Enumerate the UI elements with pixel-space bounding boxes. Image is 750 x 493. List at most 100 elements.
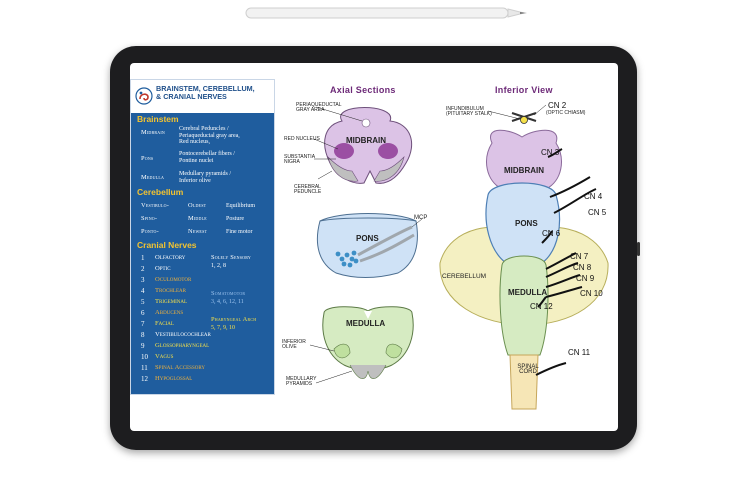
midbrain-section-label: Midbrain bbox=[346, 136, 386, 145]
nerve-name: Facial bbox=[155, 320, 174, 327]
spino-label: Spino- bbox=[141, 215, 158, 222]
substantia-line1: Substantia bbox=[284, 154, 316, 160]
brain-logo-icon bbox=[135, 87, 153, 105]
nerve-num: 11 bbox=[141, 364, 148, 372]
midbrain-shape bbox=[486, 129, 562, 190]
nerve-num: 2 bbox=[141, 265, 145, 273]
medulla-desc-line1: Medullary pyramids / bbox=[179, 171, 231, 177]
cerebral-line1: Cerebral bbox=[294, 184, 321, 190]
pons-desc-line2: Pontine nuclei bbox=[179, 157, 214, 164]
panel-title-line2: & Cranial Nerves bbox=[156, 92, 227, 101]
cn10-label: CN 10 bbox=[580, 289, 603, 298]
cn9-label: CN 9 bbox=[576, 274, 595, 283]
pons-section-label: Pons bbox=[356, 234, 379, 243]
cerebral-line2: peduncle bbox=[294, 189, 322, 196]
mcp-label: MCP bbox=[414, 215, 428, 221]
inferior-olive-line1: Inferior bbox=[282, 339, 306, 345]
nerve-num: 4 bbox=[141, 287, 145, 295]
vestibulo-age: Oldest bbox=[188, 202, 207, 209]
nerve-num: 9 bbox=[141, 342, 145, 350]
spinal-cord-label: Spinal cord bbox=[514, 364, 542, 376]
panel-title-line1: Brainstem, Cerebellum, bbox=[156, 84, 255, 93]
spinal-cord-shape bbox=[509, 354, 539, 410]
nerve-name: Glossopharyngeal bbox=[155, 342, 210, 349]
group-list-pharyngeal: 5, 7, 9, 10 bbox=[211, 325, 235, 331]
panel-header: Brainstem, Cerebellum, & Cranial Nerves bbox=[131, 80, 274, 113]
nerve-num: 6 bbox=[141, 309, 145, 317]
vestibulo-role: Equilibrium bbox=[226, 203, 255, 209]
tablet-screen: Brainstem, Cerebellum, & Cranial Nerves … bbox=[130, 63, 618, 431]
brainstem-heading: Brainstem bbox=[137, 114, 179, 124]
midbrain-desc: Cerebral Peduncles / Periaqueductal gray… bbox=[179, 126, 240, 146]
infundibulum-line2: (pituitary stalk) bbox=[446, 111, 492, 118]
group-title-pharyngeal: Pharyngeal Arch bbox=[211, 316, 257, 323]
cranial-nerve-lines bbox=[535, 148, 597, 376]
cn2-label: CN 2 bbox=[548, 101, 567, 110]
medulla-desc-line2: Inferior olive bbox=[179, 177, 211, 184]
nerve-num: 10 bbox=[141, 353, 148, 361]
nerve-num: 7 bbox=[141, 320, 145, 328]
nerve-name: Olfactory bbox=[155, 254, 186, 261]
cn5-label: CN 5 bbox=[588, 208, 607, 217]
midbrain-inferior-label: Midbrain bbox=[504, 166, 544, 175]
inferior-view-header: Inferior View bbox=[495, 85, 553, 95]
nerve-name: Abducens bbox=[155, 309, 184, 316]
medulla-desc: Medullary pyramids / Inferior olive bbox=[179, 171, 231, 184]
nerve-name: Trigeminal bbox=[155, 298, 188, 305]
cerebellum-inferior-label: Cerebellum bbox=[442, 273, 487, 280]
spino-age: Middle bbox=[188, 215, 207, 222]
tablet-side-button bbox=[637, 242, 640, 256]
vestibulo-label: Vestibulo- bbox=[141, 202, 170, 209]
panel-title: Brainstem, Cerebellum, & Cranial Nerves bbox=[156, 85, 274, 101]
reference-panel: Brainstem, Cerebellum, & Cranial Nerves … bbox=[130, 79, 275, 395]
ponto-label: Ponto- bbox=[141, 228, 159, 235]
medullary-pyramids-label: Medullary pyramids bbox=[286, 376, 317, 388]
ponto-role: Fine motor bbox=[226, 229, 253, 235]
midbrain-desc-line3: Red nucleus, bbox=[179, 139, 210, 146]
inferior-olive-label: Inferior olive bbox=[282, 339, 306, 351]
nerve-name: Vagus bbox=[155, 353, 174, 360]
cn3-label: CN 3 bbox=[541, 148, 560, 157]
pons-desc-line1: Pontocerebellar fibers / bbox=[179, 151, 235, 157]
inferior-olive-line2: olive bbox=[282, 344, 297, 351]
pons-desc: Pontocerebellar fibers / Pontine nuclei bbox=[179, 151, 235, 164]
periaqueductal-line1: Periaqueductal bbox=[296, 102, 342, 108]
periaqueductal-label: Periaqueductal gray area bbox=[296, 102, 342, 114]
nerve-num: 12 bbox=[141, 375, 148, 383]
medullary-line1: Medullary bbox=[286, 376, 317, 382]
periaqueductal-line2: gray area bbox=[296, 107, 325, 114]
substantia-nigra-label: Substantia nigra bbox=[284, 154, 316, 166]
cn8-label: CN 8 bbox=[573, 263, 592, 272]
nerve-num: 3 bbox=[141, 276, 145, 284]
axial-sections-header: Axial Sections bbox=[330, 85, 396, 95]
cn6-label: CN 6 bbox=[542, 229, 561, 238]
inferior-view-diagram bbox=[439, 104, 609, 410]
midbrain-section bbox=[313, 106, 413, 184]
midbrain-desc-line2: Periaqueductal gray area, bbox=[179, 132, 240, 139]
cn7-label: CN 7 bbox=[570, 252, 589, 261]
nerve-name: Optic bbox=[155, 265, 171, 272]
red-nucleus-label: Red nucleus bbox=[284, 136, 320, 142]
stylus-pencil bbox=[245, 7, 527, 19]
nerve-name: Trochlear bbox=[155, 287, 186, 294]
medulla-inferior-label: Medulla bbox=[508, 288, 548, 297]
cn12-label: CN 12 bbox=[530, 302, 553, 311]
cn11-label: CN 11 bbox=[568, 348, 591, 357]
group-title-sensory: Solely Sensory bbox=[211, 254, 251, 261]
ponto-age: Newest bbox=[188, 228, 208, 235]
medulla-shape bbox=[499, 255, 549, 356]
medulla-label: Medulla bbox=[141, 174, 165, 181]
medulla-section bbox=[309, 306, 414, 384]
group-title-somatomotor: Somatomotor bbox=[211, 290, 246, 297]
nerve-num: 8 bbox=[141, 331, 145, 339]
cranial-nerves-heading: Cranial Nerves bbox=[137, 240, 197, 250]
pons-label: Pons bbox=[141, 155, 154, 162]
group-list-sensory: 1, 2, 8 bbox=[211, 263, 226, 269]
cerebellum-heading: Cerebellum bbox=[137, 187, 184, 197]
axial-sections-diagram bbox=[309, 106, 423, 384]
infundibulum-line1: Infundibulum bbox=[446, 106, 484, 112]
pons-section bbox=[316, 213, 423, 278]
infundibulum-label: Infundibulum (pituitary stalk) bbox=[446, 106, 492, 118]
spinal-line1: Spinal bbox=[517, 364, 539, 370]
pons-inferior-label: Pons bbox=[515, 219, 538, 228]
